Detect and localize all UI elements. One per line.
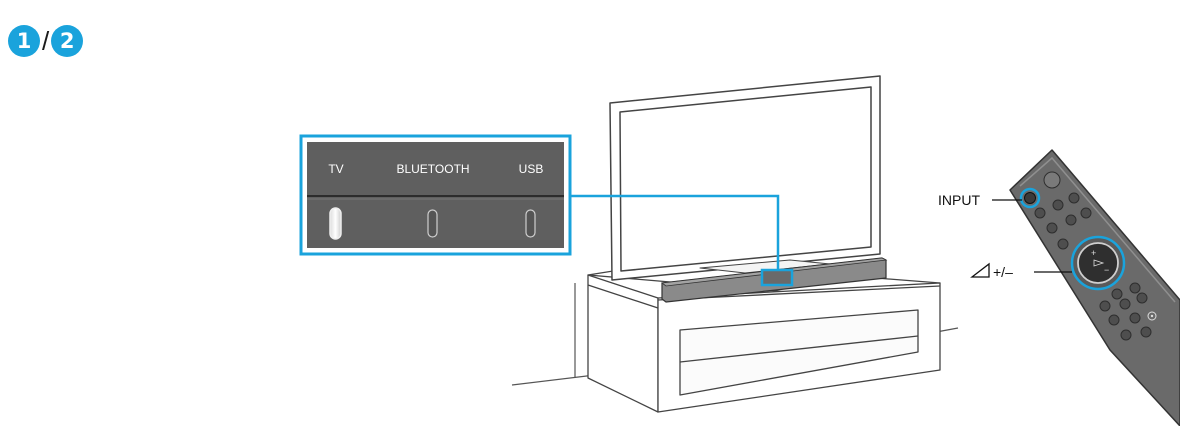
remote-control: + −	[1009, 149, 1180, 426]
step-indicator: 1 / 2	[8, 24, 84, 58]
volume-callout-label: +/–	[993, 264, 1013, 280]
volume-plus-mark: +	[1091, 248, 1096, 258]
usb-indicator-led	[525, 209, 536, 238]
volume-callout-icon	[970, 262, 990, 278]
tv-indicator-led-lit	[329, 207, 342, 240]
input-button-highlight	[1019, 187, 1041, 209]
input-callout-label: INPUT	[938, 192, 980, 208]
indicator-panel: TV BLUETOOTH USB	[299, 134, 572, 256]
input-button	[1024, 192, 1036, 204]
usb-indicator-label: USB	[519, 162, 544, 176]
bluetooth-indicator-led	[427, 209, 438, 238]
bluetooth-indicator-label: BLUETOOTH	[396, 162, 469, 176]
tv	[609, 75, 881, 281]
tv-indicator-label: TV	[328, 162, 343, 176]
volume-button	[1077, 242, 1119, 284]
soundbar	[660, 257, 888, 303]
volume-minus-mark: −	[1104, 265, 1109, 275]
volume-icon	[1093, 259, 1105, 267]
soundbar-indicator-highlight	[760, 268, 794, 287]
step-2-badge: 2	[51, 25, 84, 57]
step-1-badge: 1	[8, 25, 40, 57]
step-separator: /	[42, 26, 50, 56]
callout-connector	[568, 194, 780, 270]
